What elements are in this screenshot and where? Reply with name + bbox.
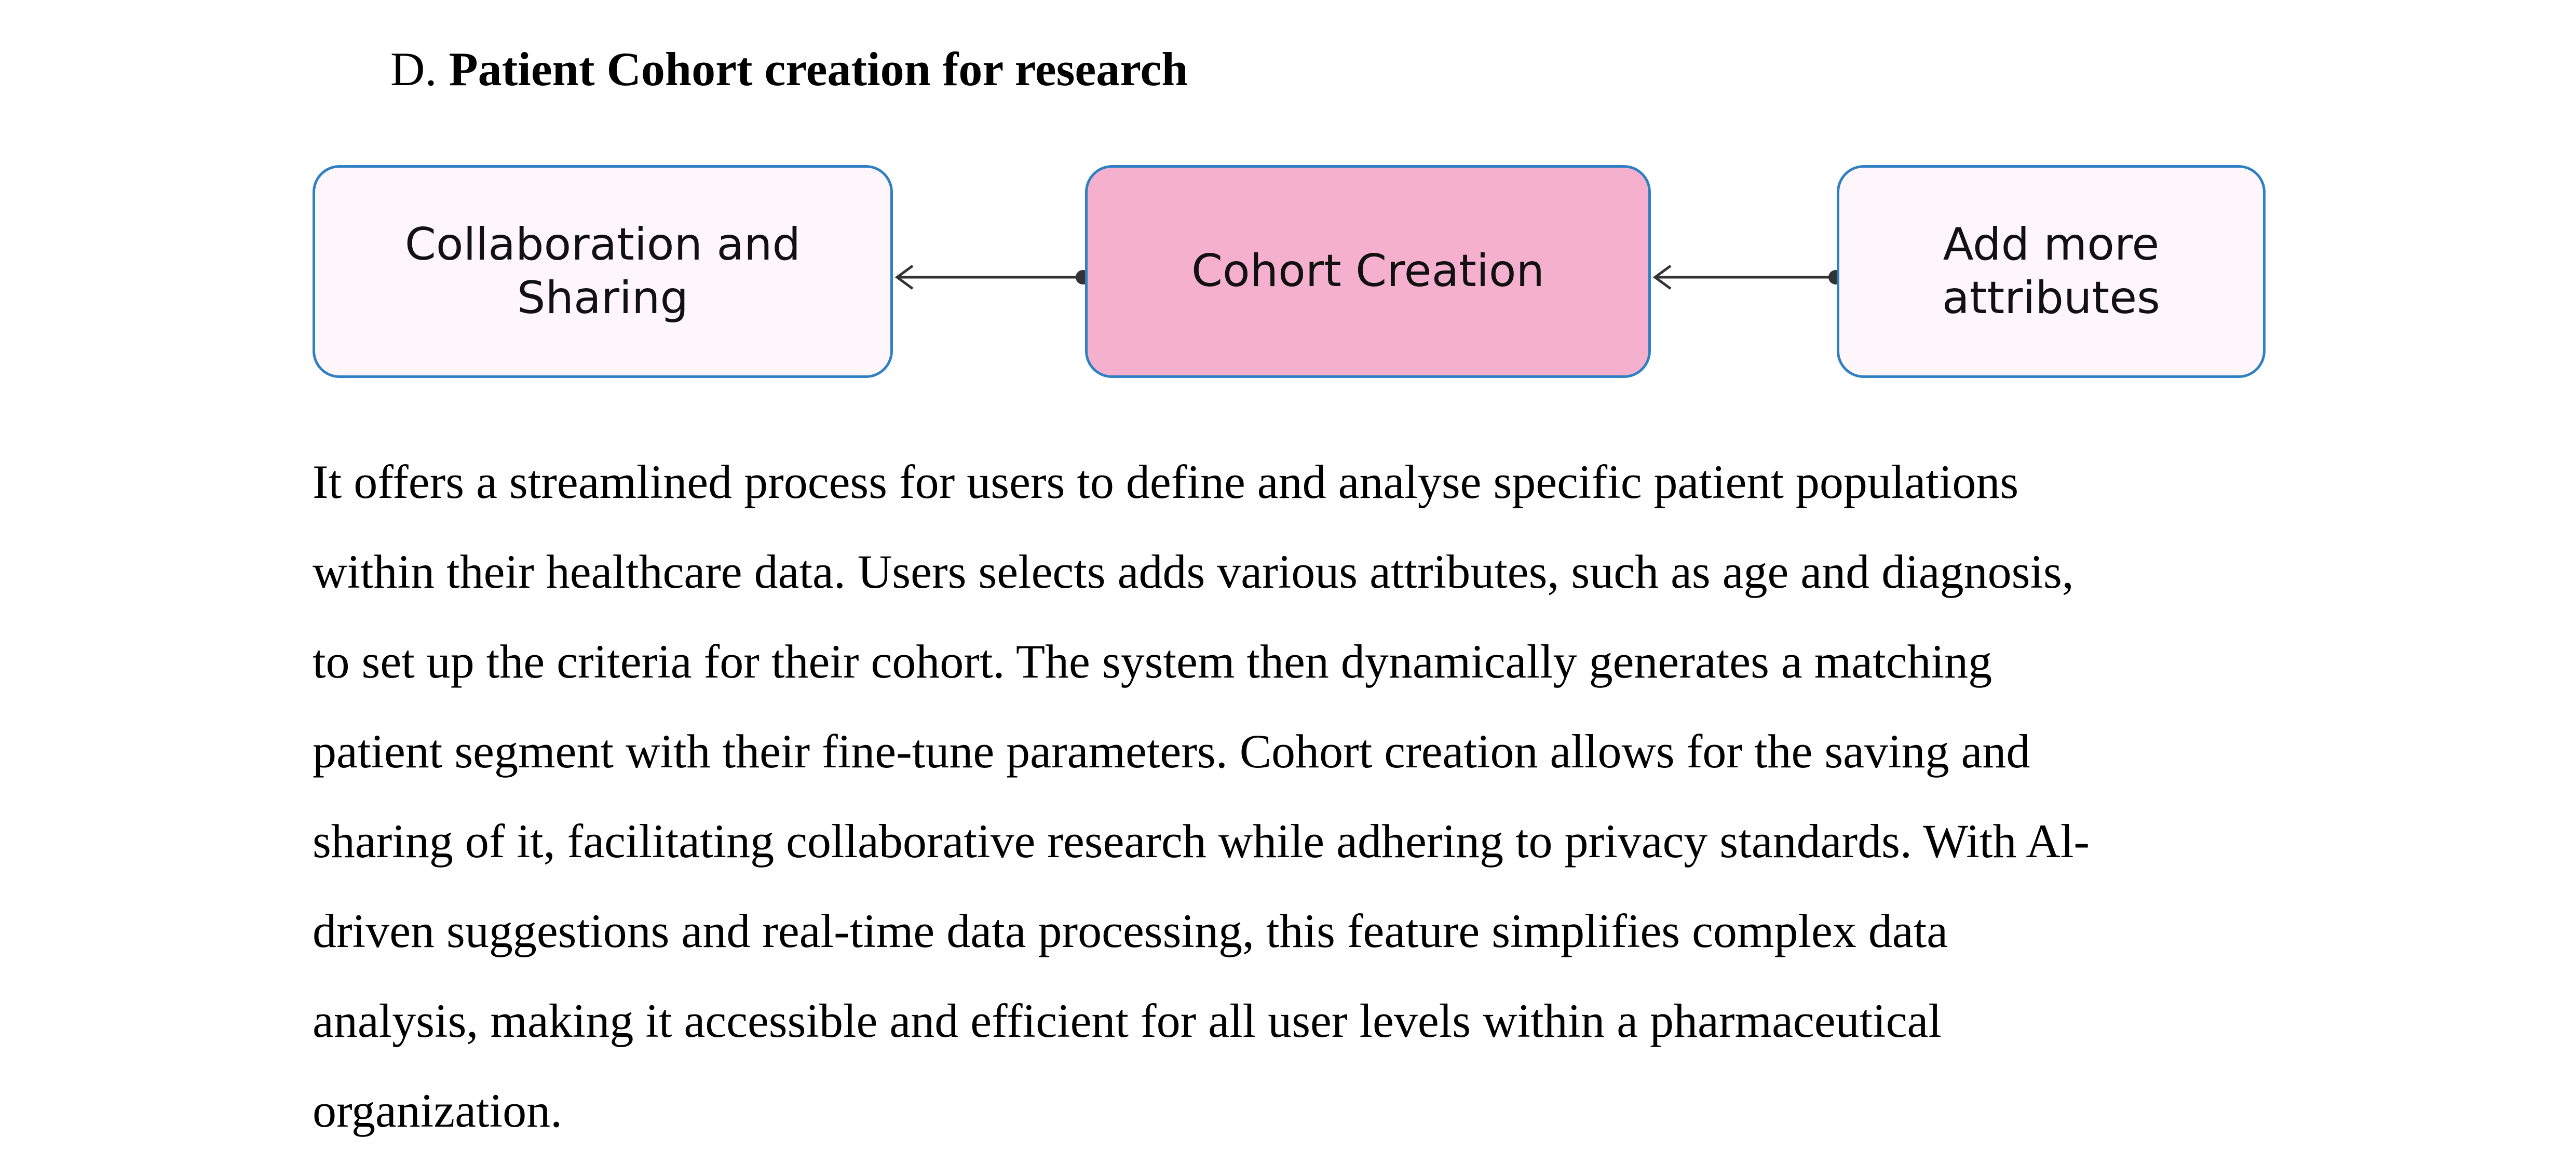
paragraph-line: It offers a streamlined process for user… [313,455,2019,508]
section-title: Patient Cohort creation for research [449,43,1188,96]
paragraph-line: organization. [313,1084,563,1137]
arrowhead-cohort [1652,264,1672,290]
node-label: Cohort Creation [1191,245,1545,297]
node-collaboration-and-sharing: Collaboration and Sharing [313,165,893,378]
cohort-flow-diagram: Collaboration and Sharing Cohort Creatio… [0,0,2576,395]
section-heading: D. Patient Cohort creation for research [390,40,1188,98]
section-number: D. [390,43,437,96]
paragraph-line: sharing of it, facilitating collaborativ… [313,815,2090,868]
paragraph-line: to set up the criteria for their cohort.… [313,635,1992,688]
node-add-more-attributes: Add more attributes [1837,165,2266,378]
arrowhead-collab [894,264,914,290]
description-paragraph: It offers a streamlined process for user… [313,437,2280,1156]
paragraph-line: driven suggestions and real-time data pr… [313,904,1948,957]
paragraph-line: analysis, making it accessible and effic… [313,994,1942,1047]
node-cohort-creation: Cohort Creation [1085,165,1651,378]
node-label: Add more attributes [1942,218,2160,324]
paragraph-line: patient segment with their fine-tune par… [313,725,2030,778]
node-label: Collaboration and Sharing [404,218,801,324]
paragraph-line: within their healthcare data. Users sele… [313,545,2074,598]
